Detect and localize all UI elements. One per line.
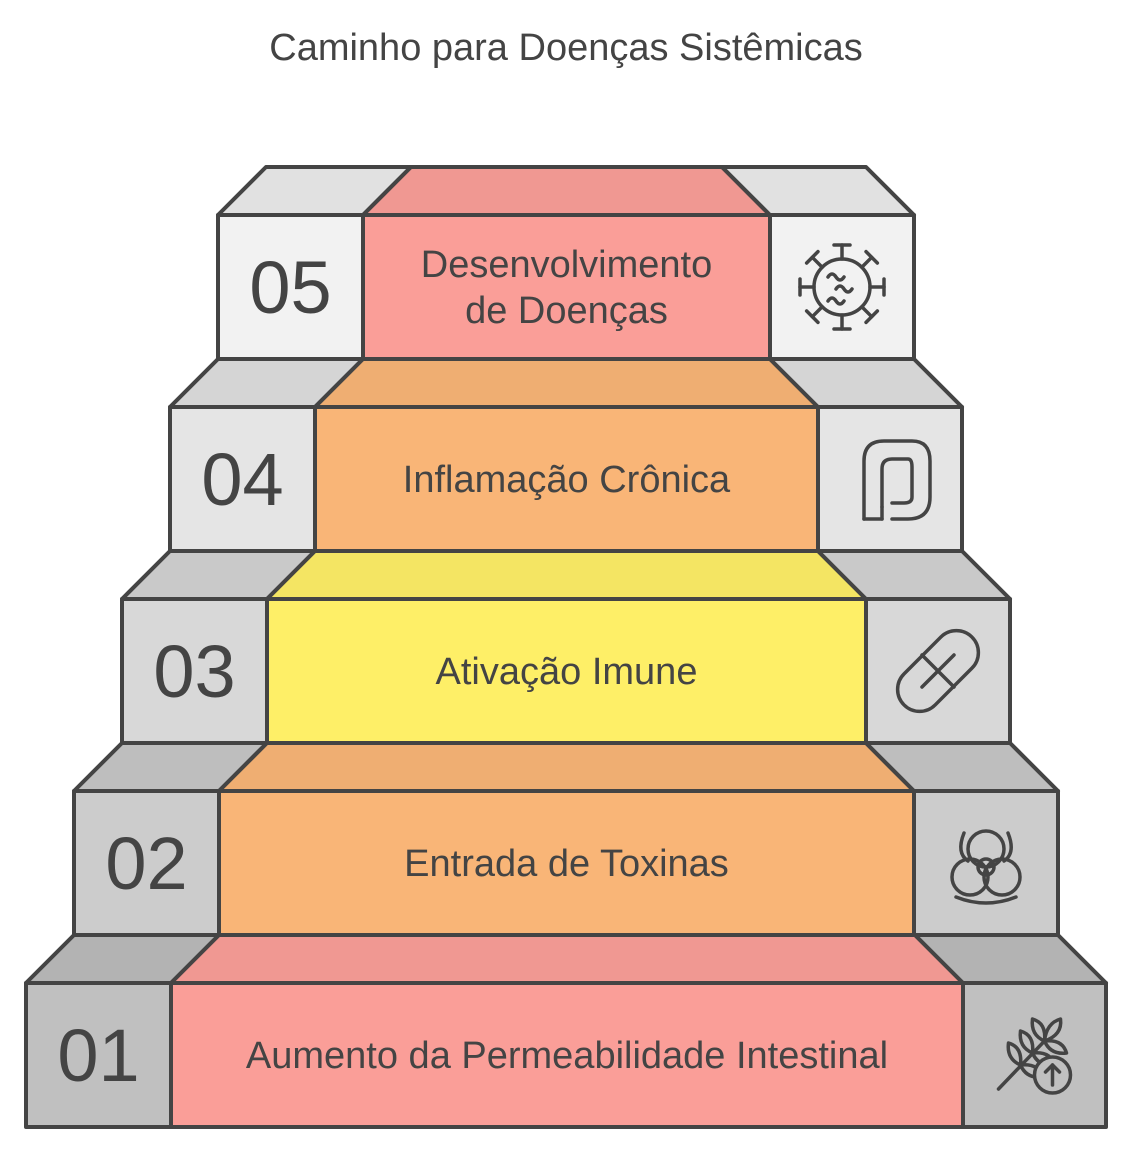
step-number-box	[120, 597, 269, 745]
step-04: 04 Inflamação Crônica	[168, 357, 964, 553]
step-label-box	[169, 981, 965, 1129]
diagram-title: Caminho para Doenças Sistêmicas	[269, 27, 863, 69]
step-center-top	[361, 165, 772, 217]
step-center-top	[169, 933, 965, 985]
step-number: 04	[201, 438, 283, 521]
steps-group: 01 Aumento da Permeabilidade Intestinal 02…	[24, 165, 1108, 1129]
intestine-icon	[862, 439, 932, 521]
step-label: Ativação Imune	[436, 651, 698, 693]
step-label-box	[313, 405, 820, 553]
step-label: Aumento da Permeabilidade Intestinal	[246, 1035, 888, 1077]
step-center-top	[265, 549, 868, 601]
step-number: 02	[105, 822, 187, 905]
step-01: 01 Aumento da Permeabilidade Intestinal	[24, 933, 1108, 1129]
step-center-top	[313, 357, 820, 409]
step-label-box	[361, 213, 772, 361]
wheat-up-icon	[996, 1017, 1073, 1095]
step-number-box	[24, 981, 173, 1129]
step-label: Entrada de Toxinas	[404, 843, 729, 885]
step-label-line: Desenvolvimento	[421, 244, 712, 286]
step-03: 03 Ativação Imune	[120, 549, 1012, 745]
step-label-box	[217, 789, 916, 937]
step-icon-box	[912, 789, 1060, 937]
step-number: 01	[57, 1014, 139, 1097]
step-label-line: de Doenças	[465, 290, 668, 332]
pill-icon	[895, 628, 981, 714]
virus-icon	[798, 243, 886, 331]
step-icon-box	[816, 405, 964, 553]
step-label-box	[265, 597, 868, 745]
step-number-box	[216, 213, 365, 361]
step-number-box	[72, 789, 221, 937]
step-number: 03	[153, 630, 235, 713]
step-label: Inflamação Crônica	[403, 459, 731, 501]
biohazard-icon	[950, 829, 1022, 905]
step-02: 02 Entrada de Toxinas	[72, 741, 1060, 937]
step-center-top	[217, 741, 916, 793]
step-number: 05	[249, 246, 331, 329]
